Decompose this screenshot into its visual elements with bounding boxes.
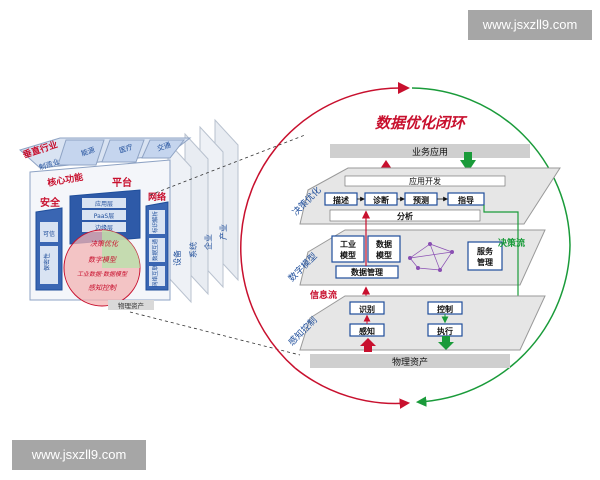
decision-box: 指导 xyxy=(458,195,474,205)
control-box: 控制 xyxy=(437,304,453,314)
analysis-box: 分析 xyxy=(397,211,413,221)
industrial-model-box: 工业 xyxy=(340,239,356,249)
industrial-model-box-line2: 模型 xyxy=(340,250,356,260)
decision-box: 诊断 xyxy=(373,195,389,205)
data-optimization-loop: 数据优化闭环 业务应用 决策优化 应用开发 描述 诊断 预测 指导 分析 数字模… xyxy=(240,82,571,409)
security-item: 可信 xyxy=(43,230,55,238)
physical-asset-label-left: 物理资产 xyxy=(118,301,145,310)
network-item: 网络互联 xyxy=(151,265,159,288)
circle-item: 工业数据·数据模型 xyxy=(77,270,128,278)
network-label: 网络 xyxy=(148,191,166,203)
decision-box: 预测 xyxy=(413,195,429,205)
security-item: 保密性 xyxy=(43,253,51,271)
circle-item: 感知控制 xyxy=(88,284,117,292)
decision-box: 描述 xyxy=(333,195,349,205)
side-panel-label: 系统 xyxy=(188,242,198,258)
circle-item: 数字模型 xyxy=(88,256,117,264)
service-management-box: 服务 xyxy=(477,246,494,256)
industry-column-label: 能源 xyxy=(80,145,96,158)
platform-layer-label: 应用层 xyxy=(95,200,113,208)
circle-item: 决策优化 xyxy=(90,240,119,248)
app-dev-box: 应用开发 xyxy=(409,176,441,186)
side-panel-label: 设备 xyxy=(172,250,182,266)
info-flow-label: 信息流 xyxy=(310,289,337,301)
side-panel-label: 产业 xyxy=(218,224,228,240)
data-model-box-line2: 模型 xyxy=(376,250,392,260)
business-app-bar: 业务应用 xyxy=(412,146,448,158)
physical-assets-bar: 物理资产 xyxy=(392,356,428,368)
security-label: 安全 xyxy=(40,196,61,209)
decision-flow-label: 决策流 xyxy=(498,237,525,249)
data-model-box: 数据 xyxy=(376,239,392,249)
industry-column-label: 交通 xyxy=(156,140,172,153)
service-management-box-line2: 管理 xyxy=(477,257,493,267)
industrial-internet-cube: 产业 企业 系统 设备 垂直行业 制造业 能源 医疗 交通 应用层 PaaS层 … xyxy=(19,118,239,310)
identify-box: 识别 xyxy=(359,304,375,314)
platform-layer-label: PaaS层 xyxy=(94,213,115,220)
execute-box: 执行 xyxy=(437,326,453,336)
loop-title: 数据优化闭环 xyxy=(375,114,468,132)
industry-column-label: 医疗 xyxy=(118,142,134,155)
watermark-top: www.jsxzll9.com xyxy=(468,10,592,40)
model-network-graph xyxy=(409,243,453,271)
platform-label: 平台 xyxy=(112,176,132,189)
perceive-box: 感知 xyxy=(359,326,375,336)
network-item: 标识解析 xyxy=(151,211,159,234)
platform-layer-label: 边缘层 xyxy=(95,224,113,232)
side-panel-label: 企业 xyxy=(203,234,213,250)
watermark-bottom: www.jsxzll9.com xyxy=(12,440,146,470)
network-item: 数据互通 xyxy=(151,239,159,262)
data-management-box: 数据管理 xyxy=(351,267,383,277)
